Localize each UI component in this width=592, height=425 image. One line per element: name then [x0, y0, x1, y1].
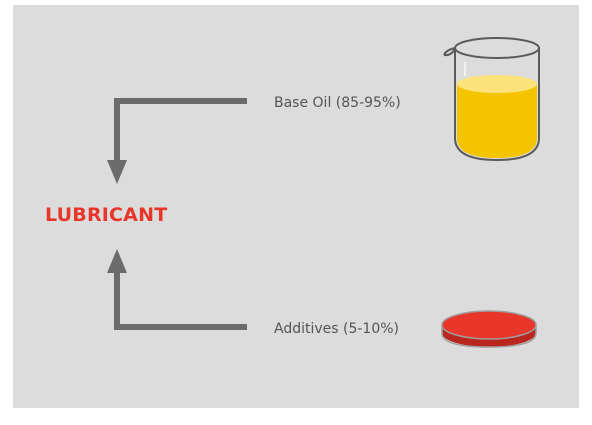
- lubricant-title: LUBRICANT: [45, 204, 168, 226]
- base-oil-label: Base Oil (85-95%): [274, 95, 401, 111]
- base-oil-connector-arrow: [107, 98, 247, 184]
- arrowhead-down-icon: [107, 160, 127, 184]
- beaker-with-oil-icon: [443, 37, 540, 162]
- additives-label: Additives (5-10%): [274, 321, 400, 337]
- red-disc-dish-icon: [441, 310, 537, 348]
- additives-connector-arrow: [107, 249, 247, 330]
- arrowhead-up-icon: [107, 249, 127, 273]
